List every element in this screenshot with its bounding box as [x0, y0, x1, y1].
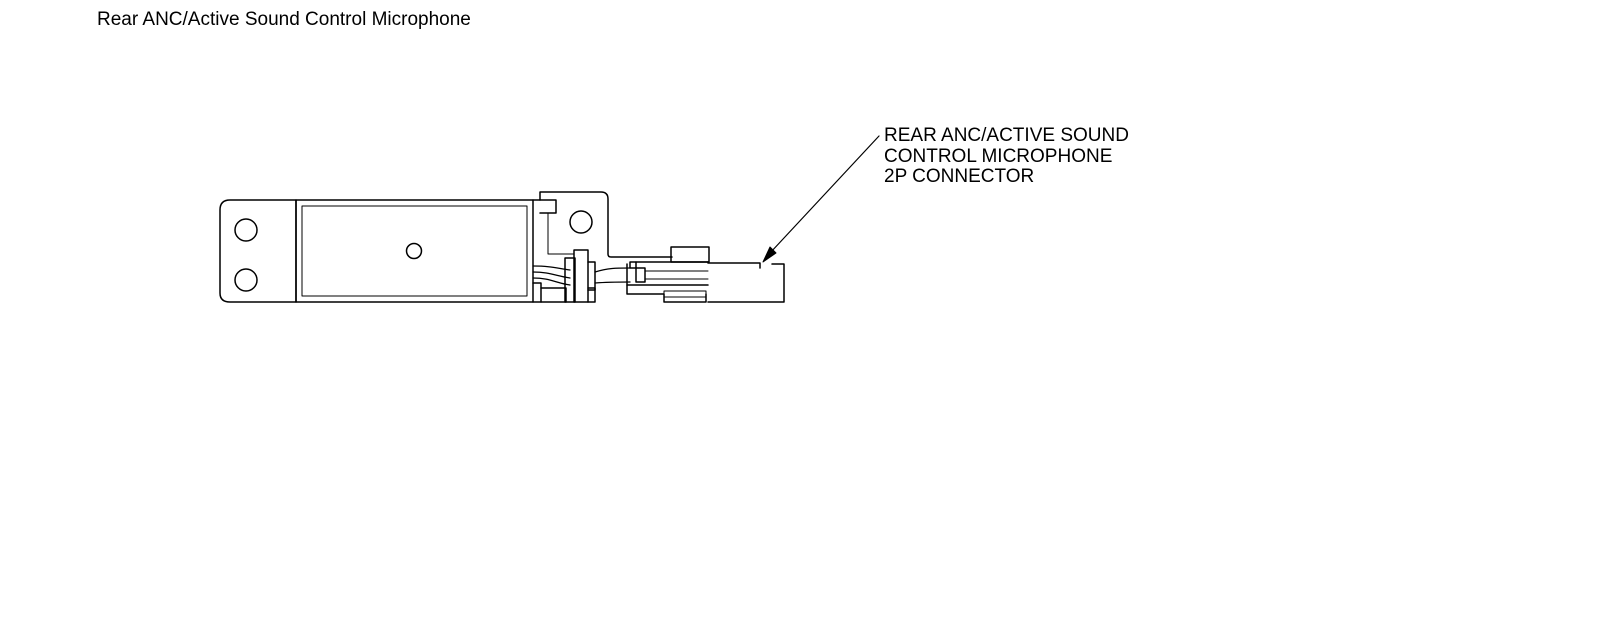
lower-bracket [532, 282, 596, 303]
microphone-port [405, 242, 423, 260]
connector-callout-label: REAR ANC/ACTIVE SOUND CONTROL MICROPHONE… [884, 125, 1129, 188]
mounting-hole-lower [234, 268, 258, 292]
lead-wires [532, 265, 571, 286]
right-bracket [532, 191, 673, 258]
bracket-hole [569, 210, 593, 234]
wire-clamp [564, 249, 596, 303]
connector-2p [626, 246, 785, 303]
callout-leader-line [762, 135, 880, 263]
left-mounting-tab [219, 199, 297, 303]
harness-wires [594, 267, 631, 284]
mounting-hole-upper [234, 218, 258, 242]
page-title: Rear ANC/Active Sound Control Microphone [97, 9, 471, 30]
callout-line-2: CONTROL MICROPHONE [884, 145, 1113, 167]
callout-line-3: 2P CONNECTOR [884, 166, 1035, 187]
callout-line-1: REAR ANC/ACTIVE SOUND [884, 125, 1129, 146]
microphone-body [295, 199, 534, 303]
